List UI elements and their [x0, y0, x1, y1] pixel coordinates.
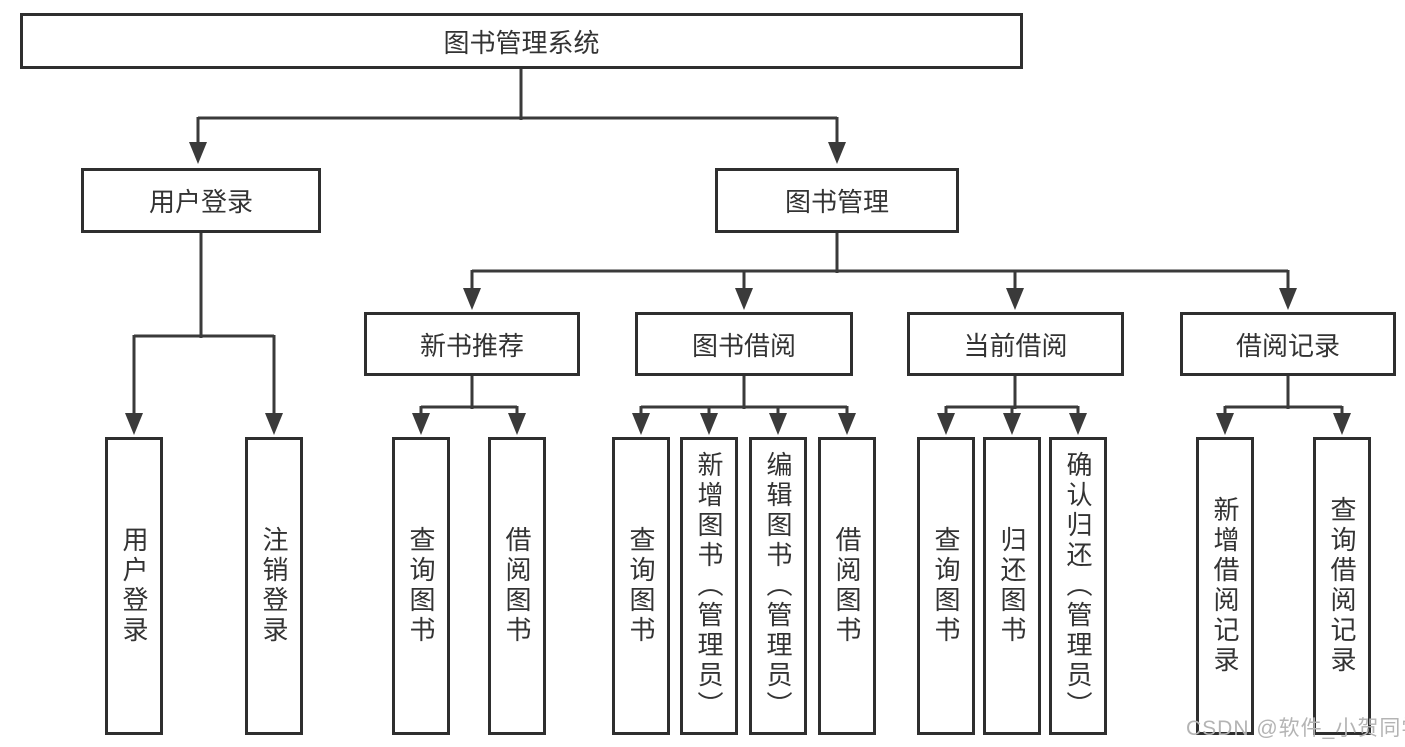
csdn-watermark: CSDN @软件_小贺同学 [1186, 717, 1405, 740]
leaf-borrow-book-recommend: 借阅图书 [488, 437, 546, 735]
leaf-add-borrow-record: 新增借阅记录 [1196, 437, 1254, 735]
node-borrow-record: 借阅记录 [1180, 312, 1396, 376]
leaf-edit-book-admin: 编辑图书（管理员） [749, 437, 807, 735]
node-current-borrow: 当前借阅 [907, 312, 1124, 376]
node-new-book-recommend: 新书推荐 [364, 312, 580, 376]
connector-new-book-recommend-children [412, 376, 526, 435]
leaf-user-login: 用户登录 [105, 437, 163, 735]
leaf-query-book-recommend: 查询图书 [392, 437, 450, 735]
connector-book-management-children [463, 233, 1297, 310]
leaf-add-book-admin: 新增图书（管理员） [680, 437, 738, 735]
leaf-confirm-return-admin: 确认归还（管理员） [1049, 437, 1107, 735]
node-user-login: 用户登录 [81, 168, 321, 233]
leaf-borrow-book: 借阅图书 [818, 437, 876, 735]
connector-current-borrow-children [937, 376, 1087, 435]
connector-borrow-record-children [1216, 376, 1351, 435]
leaf-logout: 注销登录 [245, 437, 303, 735]
leaf-return-book: 归还图书 [983, 437, 1041, 735]
node-book-management: 图书管理 [715, 168, 959, 233]
connector-user-login-children [125, 233, 283, 435]
leaf-query-book-current: 查询图书 [917, 437, 975, 735]
connector-book-borrow-children [632, 376, 856, 435]
leaf-query-borrow-record: 查询借阅记录 [1313, 437, 1371, 735]
node-book-borrow: 图书借阅 [635, 312, 853, 376]
connector-root-to-level2 [189, 69, 846, 164]
leaf-query-book-borrow: 查询图书 [612, 437, 670, 735]
node-library-management-system: 图书管理系统 [20, 13, 1023, 69]
